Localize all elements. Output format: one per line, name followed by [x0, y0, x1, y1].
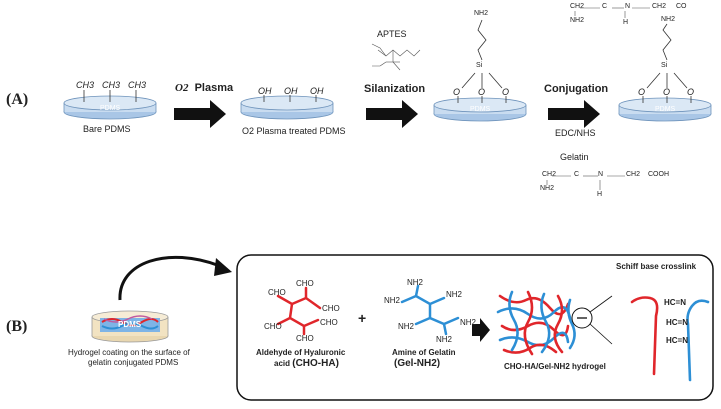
- nh2-3: NH2: [384, 296, 401, 305]
- o-label-c3: O: [687, 87, 695, 97]
- oh-label-3: OH: [310, 86, 324, 96]
- gelatin-label: Gelatin: [560, 152, 589, 162]
- aldehyde-caption-1: Aldehyde of Hyaluronic: [256, 348, 346, 357]
- cho-2: CHO: [268, 288, 286, 297]
- step-plasma-label: O2 Plasma: [175, 82, 233, 94]
- gel-ch2b: CH2: [626, 171, 641, 178]
- panel-label-a: (A): [6, 91, 29, 108]
- o-label-s2: O: [478, 87, 486, 97]
- ch3-label-3: CH3: [128, 80, 147, 90]
- o-label-c2: O: [663, 87, 671, 97]
- gelatin-structure-top: [574, 7, 650, 18]
- arrow-plasma: [174, 100, 226, 128]
- gelatin-structure-bottom: [546, 175, 625, 190]
- nh2-5: NH2: [460, 318, 477, 327]
- oh-label-2: OH: [284, 86, 298, 96]
- plasma-pdms-caption: O2 Plasma treated PDMS: [242, 126, 346, 136]
- gel-top-ch2a: CH2: [570, 3, 585, 10]
- nh2-2: NH2: [446, 290, 463, 299]
- oh-label-1: OH: [258, 86, 272, 96]
- arrow-gelation: [472, 318, 490, 342]
- curved-arrow: [118, 255, 221, 301]
- edc-nhs-label: EDC/NHS: [555, 128, 596, 138]
- silanized-disk-label: PDMS: [470, 106, 491, 113]
- plus-sign: +: [358, 310, 367, 326]
- nh2-4: NH2: [398, 322, 415, 331]
- gel-top-n: N: [625, 3, 631, 10]
- nh2-label-silanized: NH2: [474, 10, 489, 17]
- gel-top-ch2b: CH2: [652, 3, 667, 10]
- gel-h: H: [597, 191, 603, 198]
- hydrogel-network: [496, 290, 576, 356]
- ch3-label-2: CH3: [102, 80, 121, 90]
- conjugated-disk-label: PDMS: [655, 106, 676, 113]
- schiff-red-strand: [630, 296, 659, 376]
- hydrogel-caption: CHO-HA/Gel-NH2 hydrogel: [504, 362, 606, 371]
- gel-cooh: COOH: [648, 171, 669, 178]
- bare-disk-label: PDMS: [100, 105, 121, 112]
- schiff-blue-strand: [686, 299, 710, 382]
- bare-pdms-caption: Bare PDMS: [83, 124, 131, 134]
- o-label-s1: O: [453, 87, 461, 97]
- nh2-label-conjugated: NH2: [661, 16, 676, 23]
- dish-pdms-label: PDMS: [118, 320, 142, 329]
- bare-pdms-disk: [63, 90, 157, 120]
- arrow-silanization: [366, 100, 418, 128]
- ch3-label-1: CH3: [76, 80, 95, 90]
- gel-top-nh2: NH2: [570, 17, 585, 24]
- cho-1: CHO: [296, 279, 314, 288]
- aldehyde-caption-2: acid (CHO-HA): [274, 358, 339, 369]
- amine-caption-1: Amine of Gelatin: [392, 348, 456, 357]
- schiff-bond-1: HC=N: [664, 298, 687, 307]
- gel-nh2: NH2: [540, 185, 555, 192]
- arrow-conjugation: [548, 100, 600, 128]
- o-label-c1: O: [638, 87, 646, 97]
- aldehyde-structure: [276, 286, 322, 336]
- gel-c: C: [574, 171, 580, 178]
- silanized-pdms-disk: [433, 19, 527, 122]
- step-conjugation-label: Conjugation: [544, 83, 609, 95]
- gel-top-co: CO: [676, 3, 687, 10]
- o2-text: O2: [175, 82, 189, 94]
- nh2-6: NH2: [436, 335, 453, 344]
- cho-4: CHO: [264, 322, 282, 331]
- gel-top-h: H: [623, 19, 629, 26]
- schiff-bond-3: HC=N: [666, 336, 689, 345]
- si-label-silanized: Si: [476, 62, 483, 69]
- step-silanization-label: Silanization: [364, 83, 426, 95]
- gel-ch2a: CH2: [542, 171, 557, 178]
- hydrogel-dish: [91, 310, 169, 343]
- amine-structure: [400, 284, 460, 336]
- si-label-conjugated: Si: [661, 62, 668, 69]
- aldehyde-caption-2a: acid: [274, 359, 291, 368]
- schiff-title: Schiff base crosslink: [616, 262, 697, 271]
- amine-caption-2: (Gel-NH2): [394, 358, 441, 369]
- aptes-structure: [371, 43, 421, 71]
- conjugated-pdms-disk: [618, 23, 712, 122]
- dish-caption-1: Hydrogel coating on the surface of: [68, 348, 190, 357]
- gel-top-c: C: [602, 3, 608, 10]
- cho-5: CHO: [320, 318, 338, 327]
- nh2-1: NH2: [407, 278, 424, 287]
- cho-6: CHO: [296, 334, 314, 343]
- gel-n: N: [598, 171, 604, 178]
- schiff-bond-2: HC=N: [666, 318, 689, 327]
- cho-3: CHO: [322, 304, 340, 313]
- plasma-pdms-disk: [240, 95, 334, 120]
- o-label-s3: O: [502, 87, 510, 97]
- plasma-text: Plasma: [194, 82, 234, 94]
- aptes-label: APTES: [377, 29, 407, 39]
- panel-label-b: (B): [6, 318, 28, 335]
- aldehyde-caption-2b: (CHO-HA): [292, 358, 339, 369]
- dish-caption-2: gelatin conjugated PDMS: [88, 358, 179, 367]
